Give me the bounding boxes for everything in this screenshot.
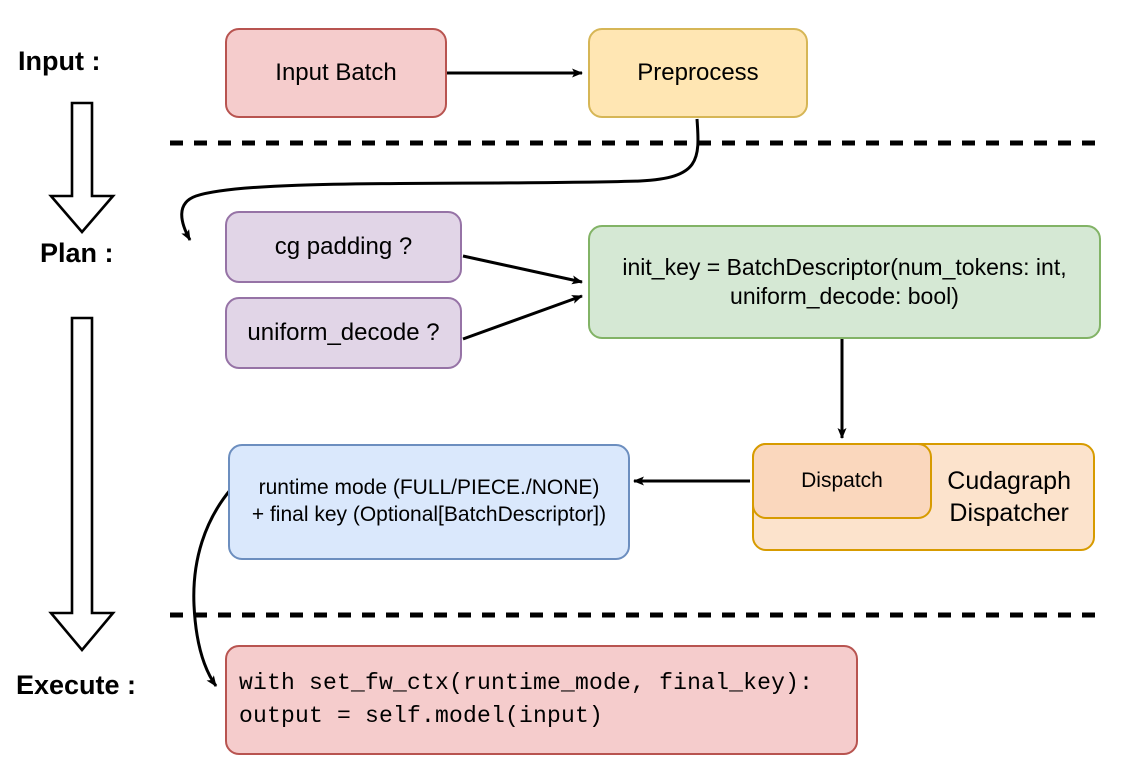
node-cg-padding[interactable]: cg padding ?: [225, 211, 462, 283]
node-execute-code[interactable]: with set_fw_ctx(runtime_mode, final_key)…: [225, 645, 858, 755]
node-preprocess[interactable]: Preprocess: [588, 28, 808, 118]
node-dispatch[interactable]: Dispatch: [752, 443, 932, 519]
node-uniform-decode[interactable]: uniform_decode ?: [225, 297, 462, 369]
stage-label-execute: Execute :: [16, 670, 137, 700]
input-to-plan-block-arrow: [48, 101, 116, 234]
edge-cg-padding-to-init-key: [462, 254, 583, 285]
plan-to-execute-block-arrow: [48, 316, 116, 653]
node-input-batch[interactable]: Input Batch: [225, 28, 447, 118]
node-runtime-mode[interactable]: runtime mode (FULL/PIECE./NONE) + final …: [228, 444, 630, 560]
node-init-key[interactable]: init_key = BatchDescriptor(num_tokens: i…: [588, 225, 1101, 339]
edge-uniform-decode-to-init-key: [462, 294, 583, 341]
stage-label-input: Input :: [18, 46, 101, 76]
stage-label-plan: Plan :: [40, 238, 114, 268]
